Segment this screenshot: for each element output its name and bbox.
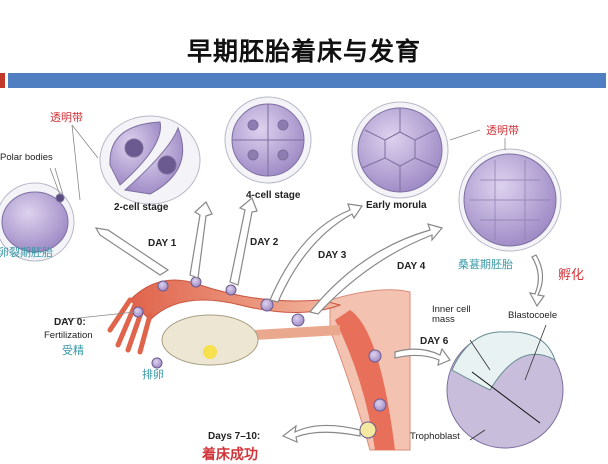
morula (458, 148, 562, 252)
trophoblast-label: Trophoblast (410, 431, 460, 442)
two-cell-label: 2-cell stage (114, 202, 169, 213)
blastocyst (446, 324, 564, 449)
pointer-lines (49, 124, 506, 321)
ovulation-cn-label: 排卵 (142, 369, 164, 381)
four-cell-embryo (224, 96, 312, 184)
day2-label: DAY 2 (250, 237, 279, 248)
inner-cell-mass-label: Inner cell mass (432, 304, 471, 325)
zygote-stage (0, 182, 75, 262)
header-bar-blue (8, 73, 606, 88)
hatching-label: 孵化 (558, 267, 585, 282)
progression-arrows (94, 197, 546, 444)
cleavage-embryo-label: 卵裂期胚胎 (0, 247, 53, 259)
ovary (161, 314, 259, 366)
implantation-cn-label: 着床成功 (202, 446, 258, 462)
two-cell-embryo (99, 115, 201, 205)
four-cell-label: 4-cell stage (246, 190, 301, 201)
day3-label: DAY 3 (318, 250, 347, 261)
day4-label: DAY 4 (397, 261, 426, 272)
polar-bodies-label: Polar bodies (0, 152, 53, 163)
slide-title: 早期胚胎着床与发育 (186, 37, 421, 66)
zona-pellucida-label-right: 透明带 (486, 125, 519, 137)
blastocoele-label: Blastocoele (508, 310, 558, 321)
days7-10-label: Days 7–10: (208, 431, 261, 442)
zona-pellucida-label-left: 透明带 (50, 112, 83, 124)
early-morula-label: Early morula (366, 200, 427, 211)
day0-label: DAY 0: (54, 317, 86, 328)
day6-label: DAY 6 (420, 336, 449, 347)
uterus-illustration (107, 279, 411, 451)
header-bar-red (0, 73, 5, 88)
early-morula (351, 101, 449, 199)
fertilization-cn-label: 受精 (62, 345, 84, 357)
morula-label: 桑葚期胚胎 (458, 259, 513, 271)
tube-embryos (132, 276, 387, 439)
fertilization-label: Fertilization (44, 330, 93, 341)
day1-label: DAY 1 (148, 238, 177, 249)
